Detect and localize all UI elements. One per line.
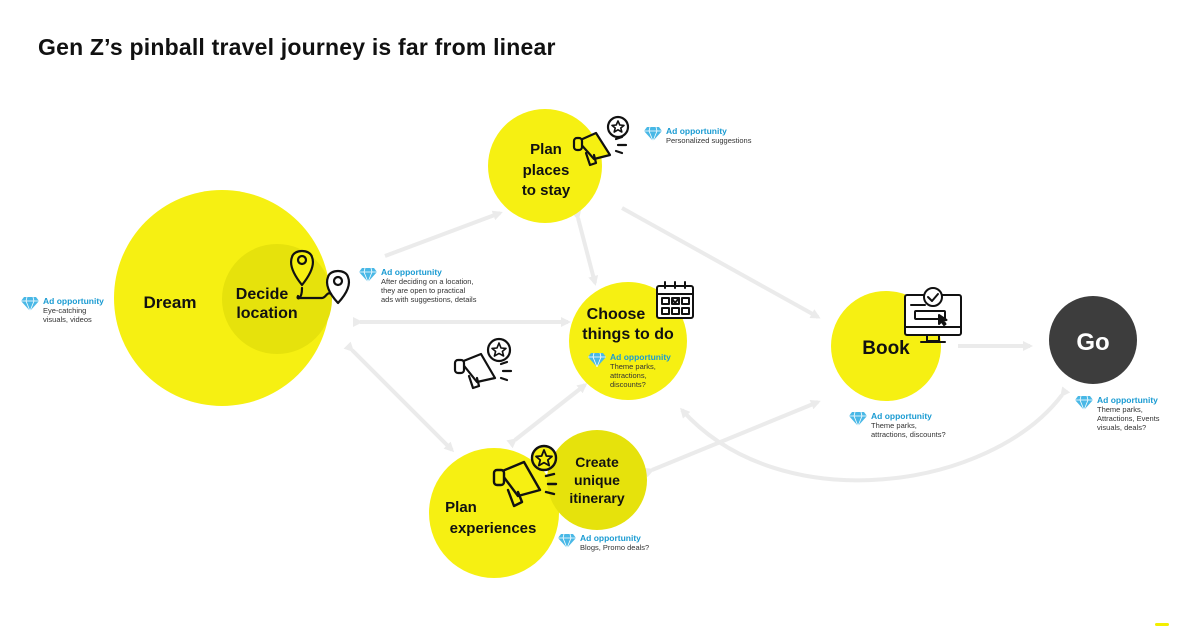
go-label: Go [1076,329,1109,356]
book-label: Book [862,338,910,359]
ad-desc: Theme parks, attractions, discounts? [871,421,946,440]
plan-places-label-1: Plan [530,141,562,158]
corner-accent [1155,623,1169,626]
ad-opportunity-places: Ad opportunity Personalized suggestions [644,126,752,146]
create-circle [547,430,647,530]
decide-label-1: Decide [236,286,289,303]
arrow-places-to-book [621,206,821,319]
create-label-1: Create [575,454,619,470]
go-circle [1049,296,1137,384]
diamond-icon [359,268,377,282]
ad-desc: Blogs, Promo deals? [580,543,650,553]
megaphone-star-icon [492,444,558,508]
arrow-places-choose [571,209,599,286]
plan-places-circle [488,109,602,223]
ad-desc: Theme parks, Attractions, Events visuals… [1097,405,1160,433]
choose-label-1: Choose [587,306,646,323]
ad-opportunity-book: Ad opportunity Theme parks, attractions,… [849,411,946,440]
ad-opportunity-dream: Ad opportunity Eye-catching visuals, vid… [21,296,104,325]
page-title: Gen Z’s pinball travel journey is far fr… [38,34,556,60]
plan-experiences-label-2: experiences [450,520,537,537]
node-labels: Dream Decide location Plan places to sta… [144,141,1110,537]
diamond-icon [588,353,606,367]
arrow-decide-experiences [343,341,455,453]
monitor-check-icon [904,287,962,343]
ad-desc: Personalized suggestions [666,136,752,146]
ad-desc: Eye-catching visuals, videos [43,306,92,325]
ad-title: Ad opportunity [580,533,641,543]
choose-label-2: things to do [582,326,674,343]
ad-desc: After deciding on a location, they are o… [381,277,477,305]
plan-experiences-label-1: Plan [445,499,477,516]
ad-desc: Theme parks, attractions, discounts? [610,362,656,390]
diamond-icon [1075,396,1093,410]
arrows [343,206,1071,483]
diamond-icon [644,127,662,141]
megaphone-star-icon [572,115,630,167]
diamond-icon [21,297,39,311]
map-pin-route-icon [289,249,351,305]
nodes [114,109,1137,578]
ad-opportunity-go: Ad opportunity Theme parks, Attractions,… [1075,395,1160,433]
plan-places-label-2: places [523,162,570,179]
dream-label: Dream [144,293,197,312]
ad-opportunity-create: Ad opportunity Blogs, Promo deals? [558,533,650,553]
arrow-experiences-choose [506,383,588,449]
ad-opportunity-choose: Ad opportunity Theme parks, attractions,… [588,352,671,390]
calendar-icon [656,281,694,319]
ad-title: Ad opportunity [666,126,727,136]
plan-places-label-3: to stay [522,182,571,199]
ad-title: Ad opportunity [43,296,104,306]
ad-opportunity-decide: Ad opportunity After deciding on a locat… [359,267,477,305]
arrow-create-book [643,400,821,478]
ad-title: Ad opportunity [610,352,671,362]
create-label-2: unique [574,472,620,488]
ad-title: Ad opportunity [381,267,442,277]
diamond-icon [849,412,867,426]
ad-title: Ad opportunity [871,411,932,421]
arrow-decide-to-places [384,210,503,258]
decide-label-2: location [236,305,297,322]
arrow-curve-go-choose [680,386,1071,483]
megaphone-star-icon [453,337,513,390]
diamond-icon [558,534,576,548]
ad-title: Ad opportunity [1097,395,1158,405]
create-label-3: itinerary [569,490,624,506]
